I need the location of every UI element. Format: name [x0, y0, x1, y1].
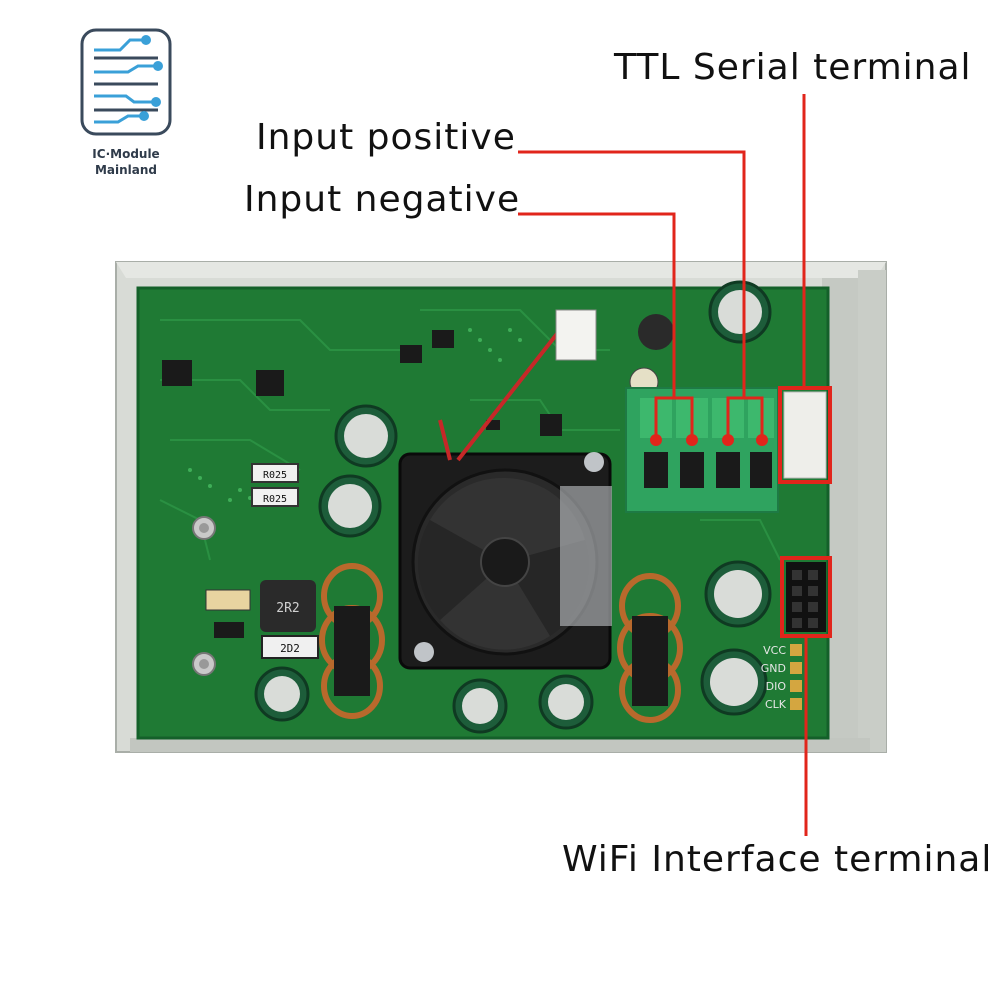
callout-lines [518, 94, 808, 836]
label-ttl-serial-terminal: TTL Serial terminal [614, 47, 972, 88]
callout-input-positive-b [744, 396, 764, 436]
toroid-cores [334, 606, 668, 706]
resistor-label-1: R025 [263, 470, 287, 481]
pin-label-dio: DIO [766, 680, 787, 693]
brand-logo: IC·Module Mainland [68, 22, 184, 182]
label-input-positive: Input positive [256, 117, 516, 158]
pin-label-vcc: VCC [763, 644, 786, 657]
label-input-negative: Input negative [244, 179, 521, 220]
output-screws [192, 516, 216, 676]
logo-line-1: IC·Module [92, 147, 160, 161]
inductor-label: 2R2 [276, 601, 299, 616]
ttl-serial-header [778, 386, 832, 484]
circuit-chip-icon [80, 28, 172, 136]
label-wifi-interface-terminal: WiFi Interface terminal [562, 839, 993, 880]
logo-line-2: Mainland [94, 163, 158, 177]
callout-input-negative-b [674, 396, 694, 436]
smd-chips [162, 330, 562, 436]
pin-label-clk: CLK [765, 698, 787, 711]
smd-label: 2D2 [280, 642, 300, 655]
prog-pins: VCC GND DIO CLK [761, 644, 802, 711]
cooling-fan [398, 309, 612, 670]
pin-label-gnd: GND [761, 662, 786, 675]
wifi-interface-header [780, 556, 832, 638]
smd-inductor: 2R2 2D2 [205, 580, 319, 659]
shunt-resistors: R025 R025 [251, 463, 299, 507]
input-terminal-block [625, 387, 779, 513]
resistor-label-2: R025 [263, 494, 287, 505]
